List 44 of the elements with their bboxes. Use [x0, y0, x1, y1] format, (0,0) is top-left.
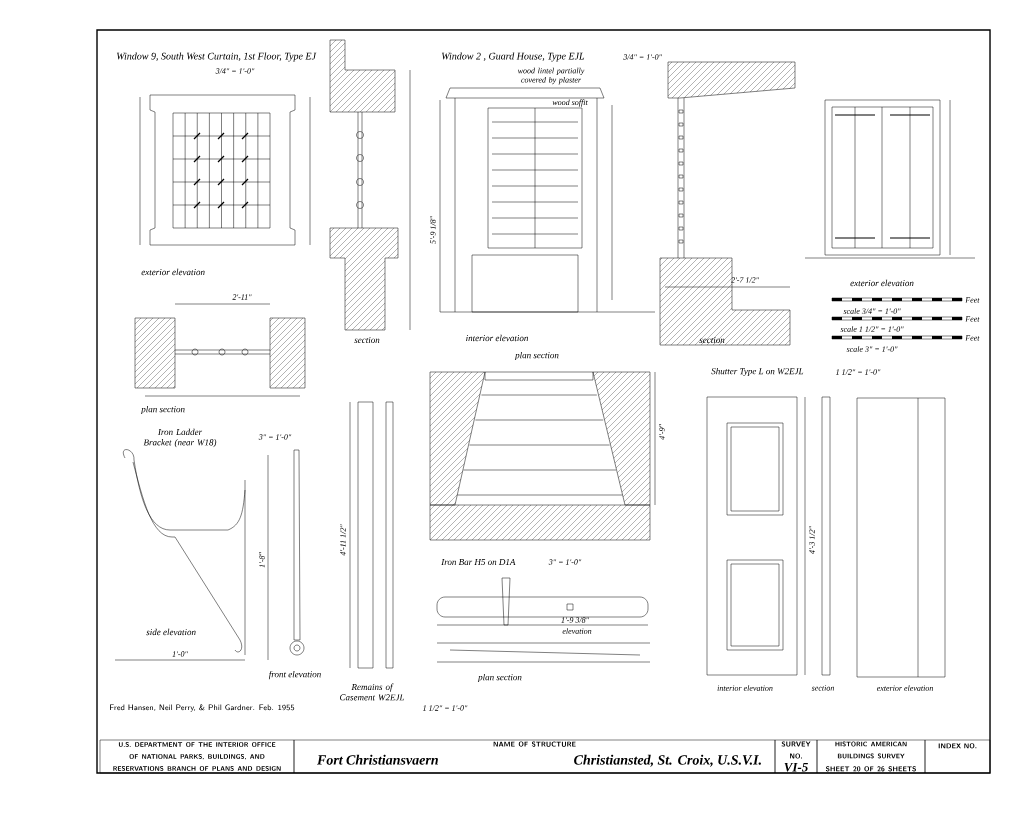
delineator-note: Fred Hansen, Neil Perry, & Phil Gardner. Feb. 1955 — [110, 704, 295, 712]
scale-note: 3/4" = 1'-0" — [215, 68, 255, 74]
scale-note: 1 1/2" = 1'-0" — [422, 705, 468, 711]
view-title: Iron Ladder Bracket (near W18) — [143, 428, 217, 448]
scale-unit: Feet — [965, 316, 980, 322]
view-caption: plan section — [514, 351, 559, 361]
view-caption: plan section — [477, 673, 522, 683]
view-caption: exterior elevation — [850, 279, 914, 287]
view-caption: interior elevation — [466, 334, 528, 342]
scale-note: scale 1 1/2" = 1'-0" — [840, 326, 904, 332]
view-caption: section — [699, 337, 725, 344]
view-caption: front elevation — [268, 670, 321, 680]
dimension-text: 2'-7 1/2" — [731, 277, 759, 283]
view-caption: section — [811, 685, 834, 691]
scale-unit: Feet — [965, 335, 980, 341]
dimension-text: 5'-9 1/8" — [430, 216, 436, 244]
dimension-text: 4'-3 1/2" — [809, 526, 815, 554]
scale-note: 3" = 1'-0" — [548, 559, 582, 565]
note-text: wood lintel partially covered by plaster — [517, 67, 585, 85]
view-caption: section — [354, 337, 380, 344]
dimension-text: 4'-11 1/2" — [340, 524, 346, 556]
view-title: Iron Bar H5 on D1A — [441, 559, 516, 566]
view-title: Window 9, South West Curtain, 1st Floor, Type EJ — [116, 52, 317, 62]
scale-unit: Feet — [965, 297, 980, 303]
view-caption: exterior elevation — [876, 685, 933, 691]
dimension-text: 2'-11" — [232, 294, 252, 300]
view-caption: elevation — [562, 628, 592, 634]
view-title: Shutter Type L on W2EJL — [711, 367, 804, 377]
dimension-text: 1'-0" — [172, 651, 188, 657]
dimension-text: 4'-9" — [659, 424, 665, 440]
scale-note: 3/4" = 1'-0" — [623, 54, 662, 60]
view-title: Window 2 , Guard House, Type EJL — [441, 52, 585, 62]
dimension-text: 1'-9 3/8" — [561, 617, 589, 623]
view-caption: interior elevation — [717, 685, 773, 691]
scale-note: 1 1/2" = 1'-0" — [835, 369, 881, 375]
scale-note: scale 3/4" = 1'-0" — [843, 308, 901, 314]
scale-note: 3" = 1'-0" — [258, 434, 292, 440]
scale-note: scale 3" = 1'-0" — [846, 346, 898, 352]
view-caption: side elevation — [146, 628, 196, 636]
view-title: Remains of Casement W2EJL — [340, 683, 405, 701]
note-text: wood soffit — [552, 99, 588, 107]
view-caption: exterior elevation — [141, 268, 205, 276]
view-caption: plan section — [140, 405, 185, 415]
dimension-text: 1'-8" — [259, 552, 265, 568]
